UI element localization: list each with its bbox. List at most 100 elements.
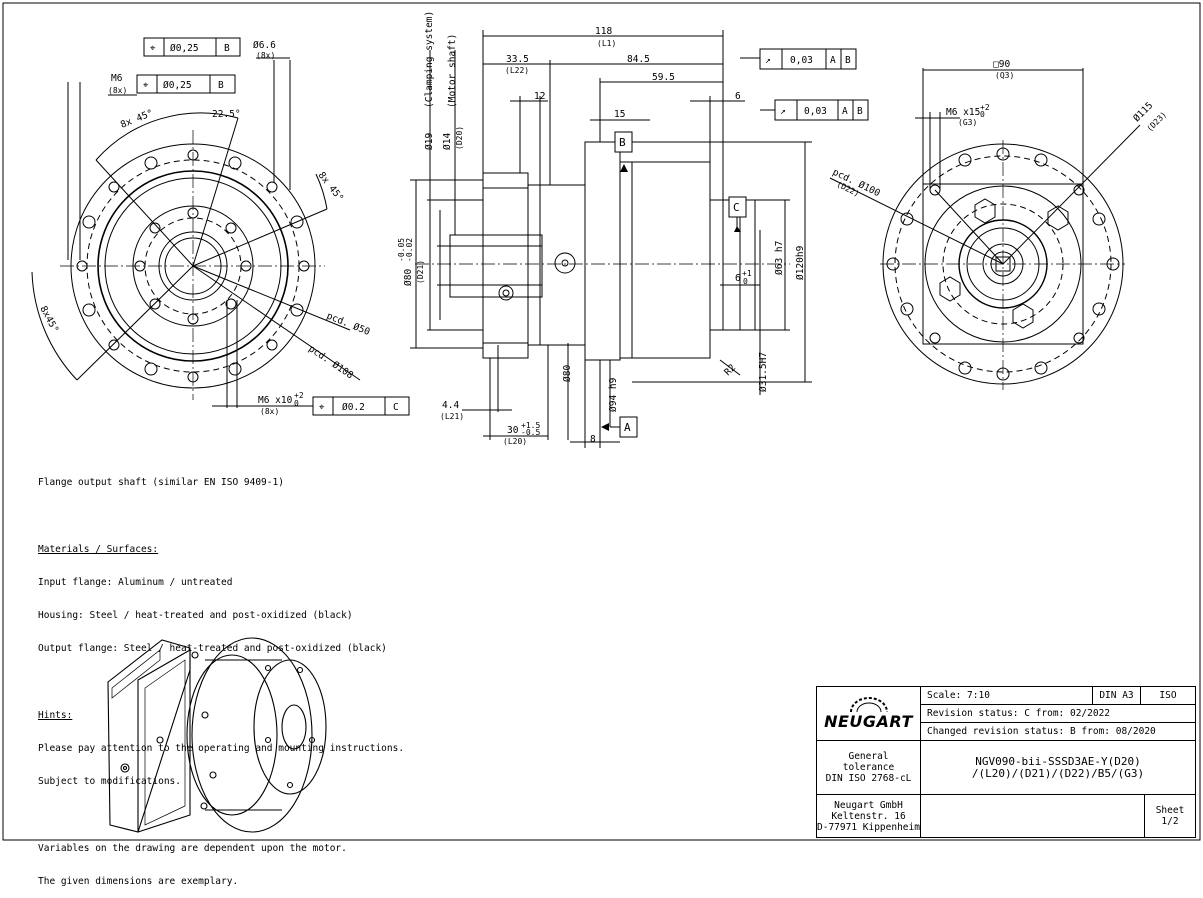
note-hint-1: Please pay attention to the operating an…: [38, 743, 405, 754]
fcf-tolerance: Ø0,25: [170, 43, 199, 54]
datum-c: C: [733, 201, 740, 214]
dim-4-4: 4.4: [442, 400, 459, 411]
dim-six-tol-up: +1: [742, 269, 752, 278]
note-flange: Flange output shaft (similar EN ISO 9409…: [38, 477, 284, 488]
dim-84-5: 84.5: [627, 54, 650, 65]
iso-cell: ISO: [1141, 687, 1195, 705]
dim-d80-tol-dn: -0.02: [405, 238, 414, 262]
pcd-50-label: pcd. Ø50: [325, 311, 372, 338]
runout-datum-1: A: [842, 106, 848, 117]
dim-d19: Ø19: [424, 133, 435, 150]
datum-a-box: A: [619, 416, 638, 438]
pcd-108-label: pcd. Ø108: [306, 343, 355, 381]
dim-d80-tol: Ø80: [403, 269, 414, 286]
fcf-datum: C: [393, 402, 399, 413]
fcf-tolerance: Ø0.2: [342, 402, 365, 413]
angle-label-a: 8x 45°: [119, 108, 155, 131]
note-output-flange: Output flange: Steel / heat-treated and …: [38, 643, 387, 654]
dim-l20: (L20): [503, 437, 527, 446]
dim-118: 118: [595, 26, 612, 37]
dim-d94: Ø94 h9: [608, 377, 619, 412]
company-address-cell: Neugart GmbH Keltenstr. 16 D-77971 Kippe…: [817, 795, 921, 837]
thread-bottom-count: (8x): [260, 407, 279, 416]
thread-m6-dn: 0: [980, 110, 985, 119]
dim-30-dn: -0.5: [521, 428, 540, 437]
thread-bottom-sup: +2: [294, 391, 304, 400]
runout-tol: 0,03: [804, 106, 827, 117]
general-tolerance-cell: General tolerance DIN ISO 2768-cL: [817, 741, 921, 795]
angle-label-c: 8x 45°: [316, 170, 346, 204]
left-front-view: [31, 57, 361, 408]
dim-six-tol-dn: 0: [743, 277, 748, 286]
note-variables: Variables on the drawing are dependent u…: [38, 843, 347, 854]
dim-30-up: +1.5: [521, 421, 540, 430]
thread-bottom-sub-sup: 0: [294, 399, 299, 408]
dim-12: 12: [534, 91, 545, 102]
drawing-border: [2, 2, 1201, 841]
dim-33-5: 33.5: [506, 54, 529, 65]
thread-count: (8x): [108, 86, 127, 95]
note-hint-2: Subject to modifications.: [38, 776, 181, 787]
runout-symbol: ↗: [780, 106, 786, 117]
right-front-view: [829, 68, 1141, 390]
isometric-view: [107, 637, 327, 833]
technical-drawing: ⌖ Ø0,25 B Ø6.6 (8x) M6 (8x) ⌖ Ø0,25 B 8x…: [2, 2, 1201, 841]
motor-shaft-label: (Motor shaft): [447, 34, 458, 108]
thread-m6-up: +2: [980, 103, 990, 112]
fcf-tolerance: Ø0,25: [163, 80, 192, 91]
fcf-top-left: ⌖ Ø0,25 B: [143, 37, 241, 57]
dim-sq90: □90: [993, 59, 1010, 70]
dim-q3: (Q3): [995, 71, 1014, 80]
datum-a: A: [624, 421, 631, 434]
dim-d80-tol-up: -0.05: [397, 238, 406, 262]
blank-cell: [921, 795, 1145, 837]
dim-d80: Ø80: [562, 365, 573, 382]
sheet-cell: Sheet 1/2: [1155, 805, 1185, 827]
runout-symbol: ↗: [765, 55, 771, 66]
thread-bottom-label: M6 x10: [258, 395, 293, 406]
runout-datum-2: B: [857, 106, 863, 117]
thread-label: M6: [111, 73, 123, 84]
dim-d31-5: Ø31.5H7: [758, 352, 769, 392]
runout-datum-1: A: [830, 55, 836, 66]
company-logo: NEUGART: [824, 712, 913, 731]
title-block: NEUGART Scale: 7:10 DIN A3 ISO Revision …: [816, 686, 1196, 838]
hints-heading: Hints:: [38, 710, 73, 721]
dim-d20: (D20): [455, 126, 464, 150]
fcf-symbol: ⌖: [319, 402, 325, 413]
fcf-left: ⌖ Ø0,25 B: [136, 74, 236, 94]
dim-l22: (L22): [505, 66, 529, 75]
note-exemplary: The given dimensions are exemplary.: [38, 876, 239, 887]
scale-cell: Scale: 7:10: [921, 687, 1093, 705]
dim-6: 6: [735, 91, 741, 102]
dim-l1: (L1): [597, 39, 616, 48]
radius-label: R2: [722, 362, 738, 378]
changed-revision-cell: Changed revision status: B from: 08/2020: [921, 723, 1195, 741]
dim-d21: (D21): [416, 260, 425, 284]
logo-cell: NEUGART: [817, 687, 921, 741]
datum-b: B: [619, 136, 626, 149]
fcf-datum: B: [224, 43, 230, 54]
thread-g3: (G3): [958, 118, 977, 127]
note-housing: Housing: Steel / heat-treated and post-o…: [38, 610, 353, 621]
hole-count-label: (8x): [256, 51, 275, 60]
dim-l21: (L21): [440, 412, 464, 421]
dim-d63: Ø63 h7: [774, 241, 785, 275]
runout-fcf-2: ↗ 0,03 A B: [774, 99, 869, 121]
datum-b-box: B: [614, 131, 633, 153]
revision-cell: Revision status: C from: 02/2022: [921, 705, 1195, 723]
angle-label-b: 22.5°: [212, 109, 241, 120]
gear-logo-icon: [849, 697, 888, 712]
datum-c-box: C: [728, 196, 747, 218]
dim-8: 8: [590, 434, 596, 445]
thread-m6-right: M6 x15: [946, 107, 980, 118]
hole-dia-label: Ø6.6: [253, 40, 276, 51]
fcf-symbol: ⌖: [143, 80, 149, 91]
runout-datum-2: B: [845, 55, 851, 66]
materials-heading: Materials / Surfaces:: [38, 544, 159, 555]
fcf-datum: B: [218, 80, 224, 91]
dim-d120: Ø120h9: [795, 245, 806, 280]
dim-six-tol: 6: [735, 273, 741, 284]
dim-59-5: 59.5: [652, 72, 675, 83]
runout-fcf-1: ↗ 0,03 A B: [759, 48, 857, 70]
